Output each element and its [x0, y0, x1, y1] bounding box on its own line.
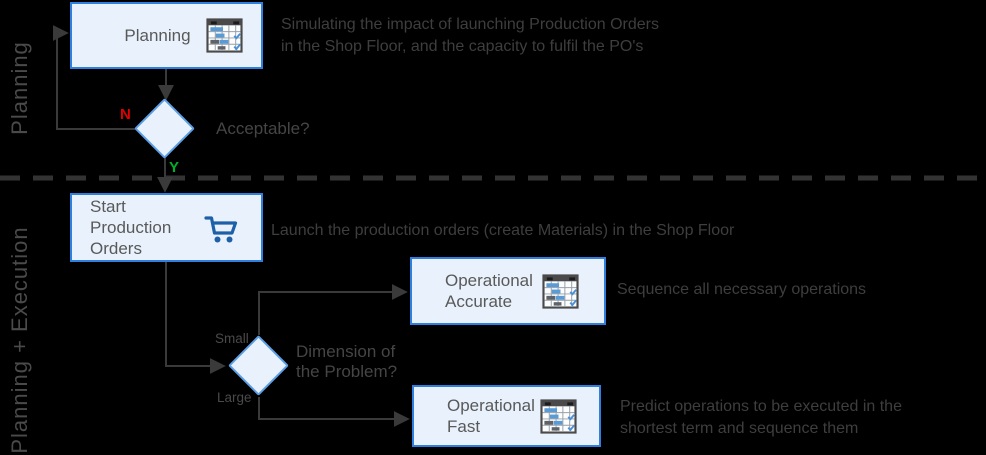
- arrow-start-to-dimension: [165, 262, 226, 374]
- arrow-dimension-small-to-accurate: [258, 284, 408, 335]
- lane-label-planning: Planning: [7, 41, 32, 135]
- branch-label-no: N: [120, 106, 131, 123]
- operational-accurate-label: Operational Accurate: [445, 270, 533, 311]
- start-production-orders-label: Start Production Orders: [90, 196, 172, 259]
- branch-label-yes: Y: [169, 159, 180, 176]
- operational-accurate-note: Sequence all necessary operations: [617, 281, 867, 298]
- gantt-table-icon: [205, 18, 243, 53]
- acceptable-question: Acceptable?: [216, 119, 310, 138]
- gantt-table-icon: [542, 273, 579, 309]
- start-production-orders-note: Launch the production orders (create Mat…: [271, 222, 735, 239]
- shopping-cart-icon: [204, 215, 238, 242]
- gantt-table-icon: [540, 398, 577, 434]
- planning-note: Simulating the impact of launching Produ…: [281, 16, 659, 55]
- operational-accurate-node: Operational Accurate: [410, 257, 606, 325]
- operational-fast-node: Operational Fast: [412, 385, 601, 447]
- branch-label-small: Small: [215, 331, 249, 346]
- branch-label-large: Large: [217, 390, 252, 405]
- planning-node: Planning: [70, 2, 263, 69]
- planning-node-label: Planning: [124, 25, 191, 45]
- arrow-dimension-large-to-fast: [258, 397, 410, 427]
- operational-fast-note: Predict operations to be executed in the…: [620, 398, 902, 437]
- start-production-orders-node: Start Production Orders: [70, 193, 263, 262]
- lane-label-planning-execution: Planning + Execution: [7, 226, 32, 454]
- dimension-question: Dimension of the Problem?: [296, 342, 398, 382]
- operational-fast-label: Operational Fast: [447, 395, 535, 436]
- arrow-acceptable-no-loop-to-planning: [52, 25, 135, 130]
